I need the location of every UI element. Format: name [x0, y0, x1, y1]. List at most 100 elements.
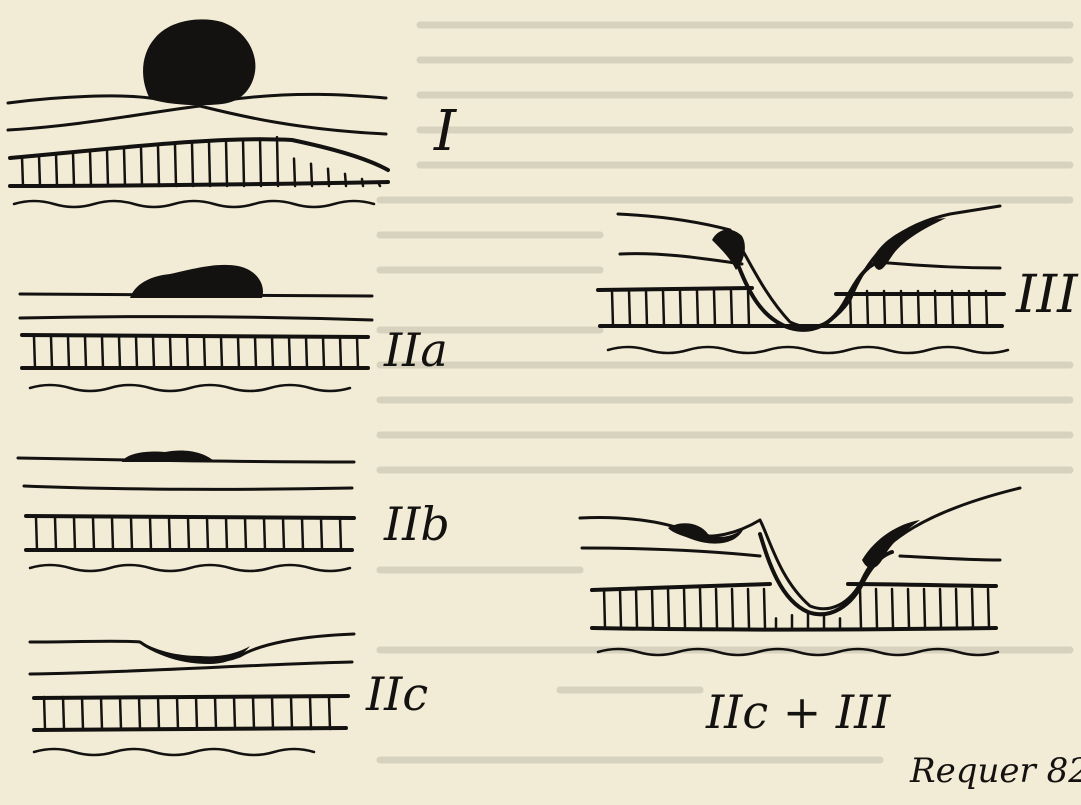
hatch-stroke: [345, 174, 346, 186]
muscularis-hatching: [36, 518, 341, 550]
hatch-stroke: [102, 337, 103, 368]
hatch-stroke: [697, 291, 698, 326]
hatch-stroke: [39, 156, 40, 186]
muscularis-bottom-line: [34, 728, 346, 730]
hatch-stroke: [892, 589, 893, 628]
hatch-stroke: [379, 184, 380, 186]
panel-label-IIb: IIb: [383, 497, 450, 551]
hatch-stroke: [283, 518, 284, 550]
submucosa-line: [24, 486, 352, 489]
hatch-stroke: [310, 697, 311, 729]
hatch-stroke: [956, 589, 957, 628]
muscularis-top-line: [598, 288, 1004, 294]
hatch-stroke: [323, 337, 324, 368]
panel-label-I: I: [433, 99, 458, 164]
hatch-stroke: [340, 518, 341, 550]
hatch-stroke: [732, 589, 733, 628]
serosa-line: [30, 565, 350, 571]
panel-IIc-plus-III: IIc + III: [580, 488, 1020, 739]
hatch-stroke: [714, 291, 715, 326]
hatch-stroke: [188, 518, 189, 550]
muscularis-bottom-line: [10, 182, 388, 186]
hatch-stroke: [850, 291, 851, 326]
hatch-stroke: [175, 145, 176, 186]
superficial-elevated-lesion: [130, 265, 263, 298]
hatch-stroke: [668, 589, 669, 628]
hatch-stroke: [272, 697, 273, 729]
hatch-stroke: [748, 291, 749, 326]
hatch-stroke: [85, 337, 86, 368]
hatch-stroke: [74, 518, 75, 550]
hatch-stroke: [107, 150, 108, 186]
hatch-stroke: [918, 291, 919, 326]
hatch-stroke: [901, 291, 902, 326]
ulcer-crater: [760, 534, 892, 614]
hatch-stroke: [153, 337, 154, 368]
hatch-stroke: [264, 518, 265, 550]
hatch-stroke: [68, 337, 69, 368]
hatch-stroke: [277, 137, 278, 186]
hatch-stroke: [207, 518, 208, 550]
serosa-line: [34, 749, 314, 755]
hatch-stroke: [226, 141, 227, 186]
hatch-stroke: [940, 589, 941, 628]
hatch-stroke: [972, 589, 973, 628]
hatch-stroke: [243, 140, 244, 186]
hatch-stroke: [884, 291, 885, 326]
hatch-stroke: [101, 697, 102, 729]
hatch-stroke: [362, 179, 363, 186]
hatch-stroke: [221, 337, 222, 368]
hatch-stroke: [860, 589, 861, 628]
hatch-stroke: [629, 291, 630, 326]
hatch-stroke: [93, 518, 94, 550]
hatch-stroke: [34, 337, 35, 368]
artist-signature: Requer 82: [909, 751, 1081, 791]
hatch-stroke: [357, 337, 358, 368]
serosa-line: [608, 347, 1008, 353]
hatch-stroke: [302, 518, 303, 550]
muscularis-hatching: [22, 137, 380, 186]
hatch-stroke: [187, 337, 188, 368]
hatch-stroke: [321, 518, 322, 550]
hatch-stroke: [196, 697, 197, 729]
hatch-stroke: [329, 697, 330, 729]
hatch-stroke: [731, 291, 732, 326]
panel-III: III: [598, 206, 1079, 353]
hatch-stroke: [652, 589, 653, 628]
muscularis-hatching: [612, 291, 987, 326]
muscularis-top-line: [10, 139, 388, 170]
superficial-flat-lesion: [122, 450, 215, 462]
hatch-stroke: [234, 697, 235, 729]
hatch-stroke: [340, 337, 341, 368]
hatch-stroke: [192, 144, 193, 186]
muscularis-top-line: [22, 335, 368, 337]
serosa-line: [30, 385, 350, 391]
panel-label-IIc: IIc: [365, 667, 428, 721]
show-through-text: [380, 25, 1070, 760]
submucosa-line: [30, 662, 352, 674]
hatch-stroke: [684, 589, 685, 628]
hatch-stroke: [131, 518, 132, 550]
hatch-stroke: [289, 337, 290, 368]
hatch-stroke: [306, 337, 307, 368]
hatch-stroke: [209, 142, 210, 186]
panel-IIa: IIa: [20, 265, 448, 391]
hatch-stroke: [646, 291, 647, 326]
hatch-stroke: [158, 697, 159, 729]
hatch-stroke: [291, 697, 292, 729]
polypoid-tumor: [143, 19, 255, 105]
hatch-stroke: [986, 291, 987, 326]
muscularis-hatching: [44, 697, 330, 729]
submucosa-line: [620, 254, 1000, 268]
hatch-stroke: [636, 589, 637, 628]
hatch-stroke: [328, 169, 329, 186]
hatch-stroke: [952, 291, 953, 326]
hatch-stroke: [204, 337, 205, 368]
hatch-stroke: [124, 149, 125, 186]
hatch-stroke: [22, 157, 23, 186]
hatch-stroke: [82, 697, 83, 729]
panel-label-IIc-plus-III: IIc + III: [705, 685, 891, 739]
hatch-stroke: [245, 518, 246, 550]
hatch-stroke: [150, 518, 151, 550]
